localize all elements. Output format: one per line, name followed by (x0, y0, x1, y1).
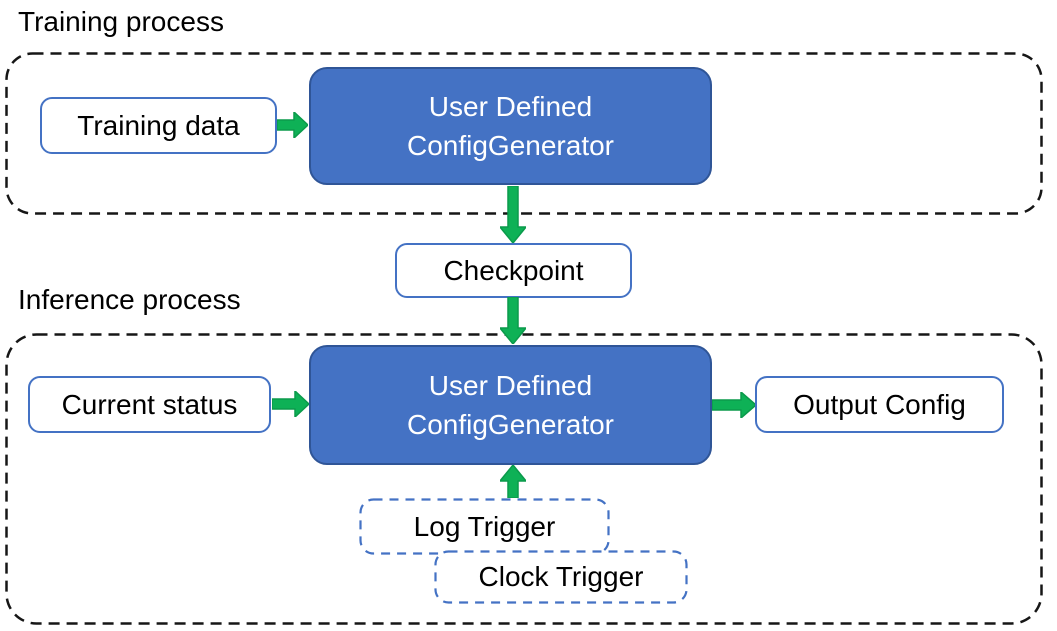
log-trigger-label: Log Trigger (413, 510, 556, 542)
arrow-down-icon (499, 185, 527, 244)
inference-process-region (5, 333, 1043, 625)
dashed-border (5, 52, 1043, 215)
arrow-right-icon (711, 391, 757, 419)
log-trigger-box: Log Trigger (359, 498, 610, 555)
clock-trigger-box: Clock Trigger (434, 550, 688, 604)
checkpoint-box: Checkpoint (395, 243, 632, 298)
arrow-right-icon (276, 111, 309, 139)
dashed-border (5, 333, 1043, 625)
arrow-up-icon (499, 464, 527, 499)
inference-config-generator-box: User Defined ConfigGenerator (309, 345, 712, 465)
current-status-box: Current status (28, 376, 271, 433)
training-data-box: Training data (40, 97, 277, 154)
training-process-region (5, 52, 1043, 215)
dashed-border (434, 550, 688, 604)
arrow-right-icon (271, 390, 310, 418)
clock-trigger-label: Clock Trigger (478, 561, 644, 592)
inference-process-label: Inference process (18, 284, 241, 315)
training-config-generator-box: User Defined ConfigGenerator (309, 67, 712, 185)
arrow-down-icon (499, 296, 527, 345)
training-process-label: Training process (18, 6, 224, 37)
output-config-box: Output Config (755, 376, 1004, 433)
